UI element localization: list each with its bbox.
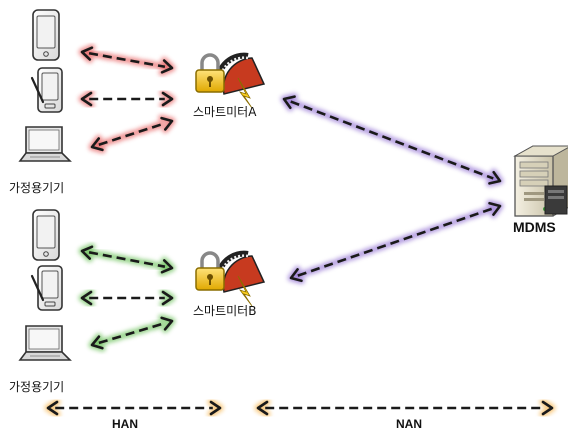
arrow-han-a-2 <box>78 89 176 109</box>
smart-meter-a: 스마트미터A <box>193 52 266 119</box>
appliance-label-a: 가정용기기 <box>9 181 64 195</box>
arrow-nan-span <box>254 398 556 418</box>
scale-arrows <box>44 398 556 418</box>
laptop-icon <box>18 325 72 361</box>
device-group-b: 가정용기기 <box>9 209 72 394</box>
han-arrows-a <box>78 44 176 154</box>
arrow-han-b-3 <box>88 314 176 352</box>
smart-meter-b: 스마트미터B <box>193 250 266 318</box>
laptop-icon <box>18 126 72 162</box>
arrow-han-a-1 <box>78 44 176 76</box>
server-label: MDMS <box>513 219 556 235</box>
pda-stylus-icon <box>30 67 63 113</box>
smartphone-icon <box>32 9 60 61</box>
appliance-label-b: 가정용기기 <box>9 380 64 394</box>
arrow-han-b-2 <box>78 288 176 308</box>
meter-label-b: 스마트미터B <box>193 304 256 318</box>
server-tower-icon <box>513 145 568 217</box>
smart-meter-lock-icon <box>195 250 266 307</box>
nan-arrows <box>280 93 504 285</box>
pda-stylus-icon <box>30 265 63 311</box>
arrow-han-span <box>44 398 224 418</box>
han-arrows-b <box>78 243 176 352</box>
smartphone-icon <box>32 209 60 261</box>
device-group-a: 가정용기기 <box>9 9 72 195</box>
arrow-han-a-3 <box>88 114 176 154</box>
arrow-han-b-1 <box>78 243 176 276</box>
smart-meter-lock-icon <box>195 52 266 109</box>
meter-label-a: 스마트미터A <box>193 105 257 119</box>
arrow-nan-a <box>280 93 504 187</box>
arrow-nan-b <box>287 199 504 285</box>
mdms-server: MDMS <box>513 145 568 235</box>
han-scale-label: HAN <box>112 417 138 431</box>
nan-scale-label: NAN <box>396 417 422 431</box>
